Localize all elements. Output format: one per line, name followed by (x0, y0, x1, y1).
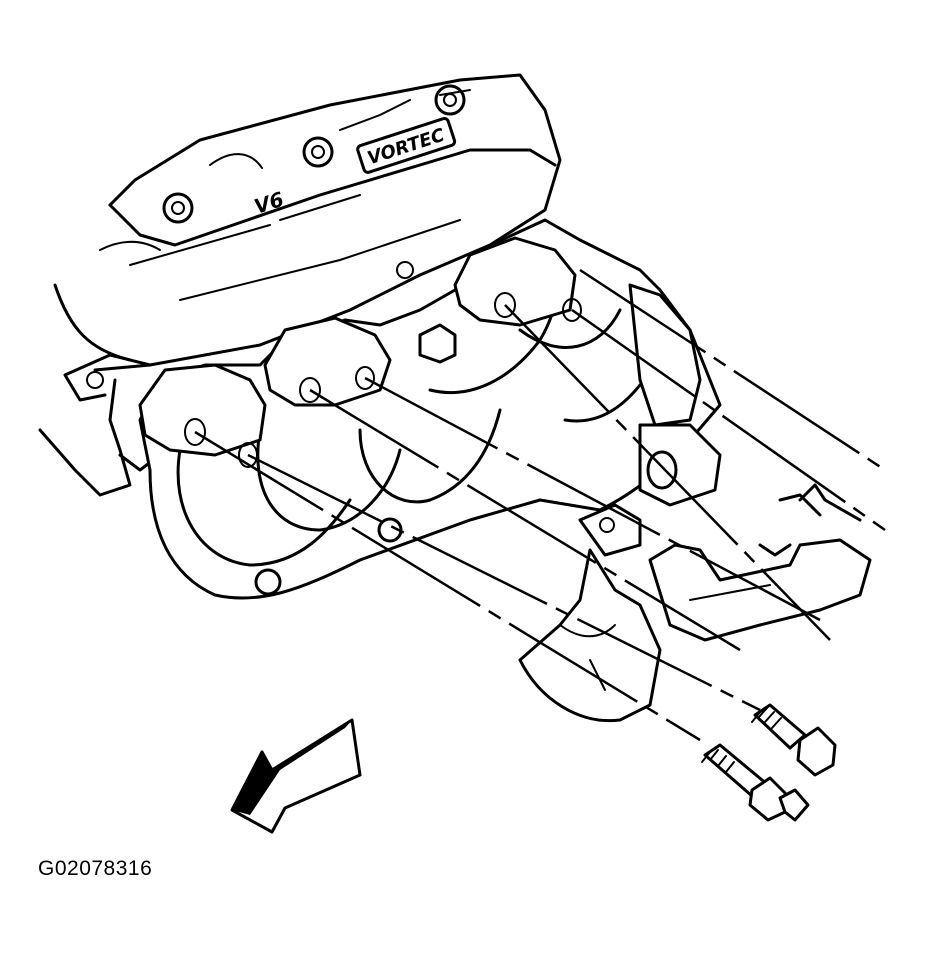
exhaust-manifold (138, 218, 722, 600)
engine-block (38, 353, 162, 497)
bolt-alignment-lines (194, 268, 886, 742)
heat-shield (518, 283, 872, 723)
manifold-bolt (751, 703, 837, 777)
figure-id: G02078316 (38, 857, 153, 880)
v6-badge: V6 (251, 187, 286, 219)
front-direction-arrow (230, 718, 362, 834)
manifold-stud (701, 743, 810, 822)
